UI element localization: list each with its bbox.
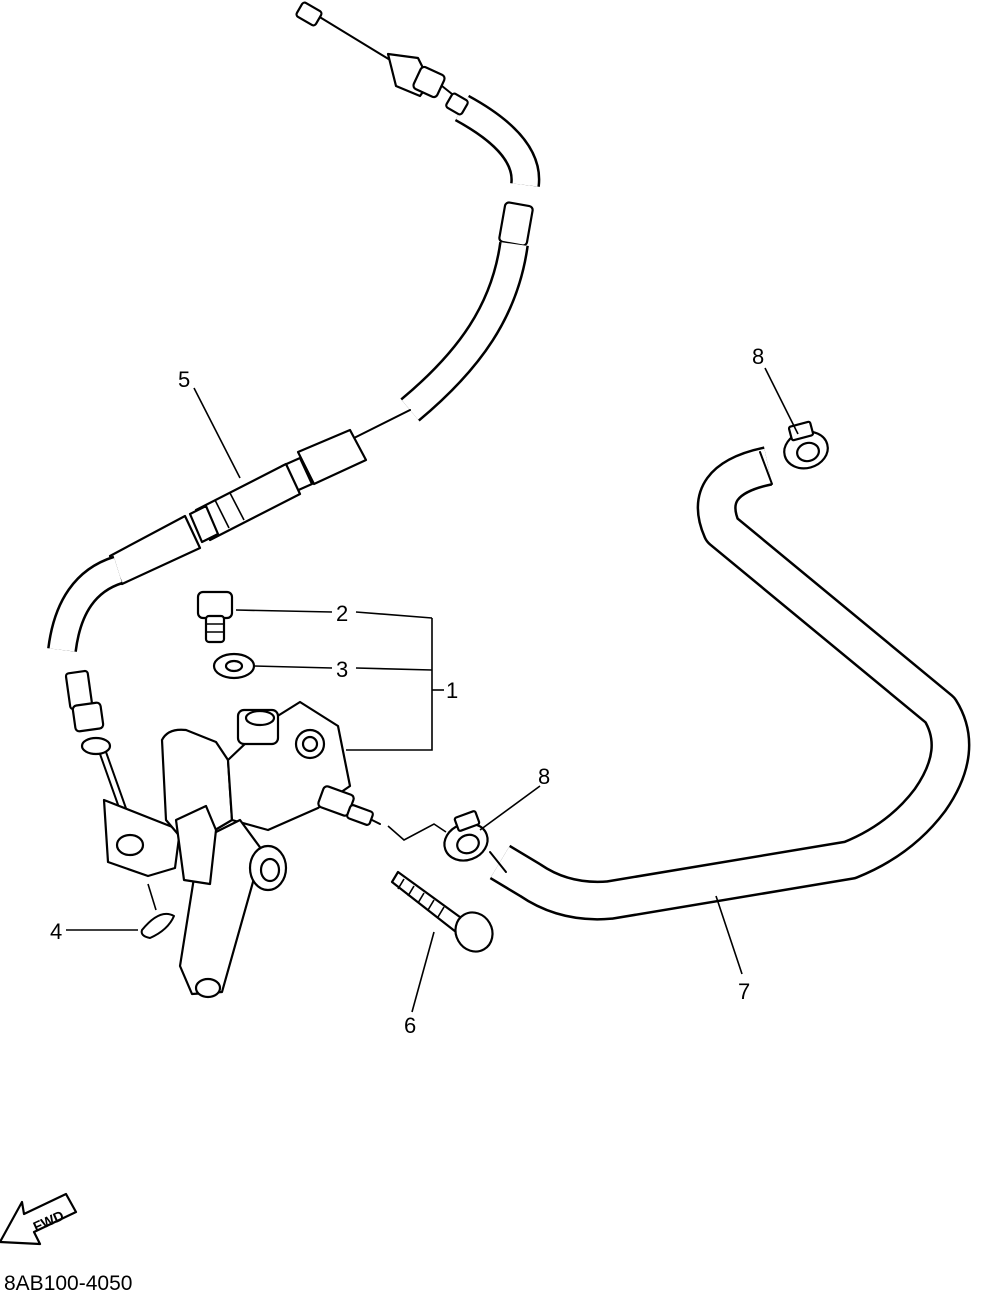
bolt [196, 590, 234, 644]
callout-1: 1 [446, 678, 458, 703]
callout-5: 5 [178, 367, 190, 392]
hose-clip-upper [783, 420, 829, 470]
callout-7: 7 [738, 979, 750, 1004]
callout-2: 2 [336, 601, 348, 626]
callout-8-upper: 8 [752, 344, 764, 369]
callout-labels: 1 2 3 4 5 6 7 8 8 [50, 344, 764, 1038]
diagram-code: 8AB100-4050 [4, 1272, 132, 1293]
callout-6: 6 [404, 1013, 416, 1038]
leader-lines [66, 367, 799, 1013]
oil-pump-cable [47, 1, 541, 817]
cable-clip [140, 912, 175, 939]
hose-clip-lower [443, 810, 489, 862]
callout-8-lower: 8 [538, 764, 550, 789]
oil-delivery-hose [489, 446, 971, 921]
oil-pump-assembly [102, 700, 447, 999]
washer [212, 652, 256, 680]
callout-3: 3 [336, 657, 348, 682]
callout-4: 4 [50, 919, 62, 944]
screw [390, 870, 494, 953]
fwd-arrow: FWD [0, 1192, 78, 1246]
